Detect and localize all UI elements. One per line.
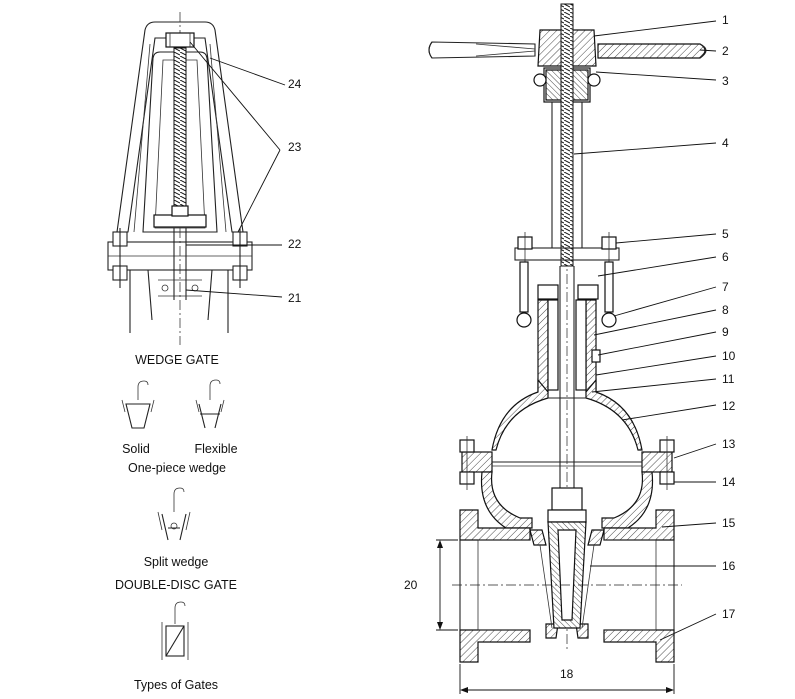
caption-solid: Solid (122, 442, 150, 456)
yoke-assembly-drawing (107, 12, 253, 345)
caption-double-disc-gate: DOUBLE-DISC GATE (115, 578, 237, 592)
caption-flexible: Flexible (194, 442, 237, 456)
gate-valve-main-drawing (428, 3, 707, 663)
gate-types-icons (121, 379, 225, 660)
callout-17: 17 (722, 607, 736, 621)
callout-13: 13 (722, 437, 736, 451)
callout-labels: 1 2 3 4 5 6 7 8 9 10 11 12 13 14 15 16 1… (288, 13, 736, 681)
callout-4: 4 (722, 136, 729, 150)
callout-23: 23 (288, 140, 302, 154)
callout-11: 11 (722, 372, 735, 386)
callout-21: 21 (288, 291, 302, 305)
left-leaders (185, 41, 286, 298)
caption-split-wedge: Split wedge (144, 555, 209, 569)
callout-16: 16 (722, 559, 736, 573)
callout-5: 5 (722, 227, 729, 241)
callout-6: 6 (722, 250, 729, 264)
right-leaders (573, 20, 717, 641)
callout-24: 24 (288, 77, 302, 91)
callout-3: 3 (722, 74, 729, 88)
callout-2: 2 (722, 44, 729, 58)
caption-types-of-gates: Types of Gates (134, 678, 218, 692)
caption-wedge-gate: WEDGE GATE (135, 353, 219, 367)
callout-1: 1 (722, 13, 729, 27)
callout-14: 14 (722, 475, 736, 489)
dimension-lines (436, 539, 675, 694)
callout-7: 7 (722, 280, 729, 294)
callout-8: 8 (722, 303, 729, 317)
callout-18: 18 (560, 667, 574, 681)
callout-10: 10 (722, 349, 736, 363)
gate-type-captions: WEDGE GATE Solid Flexible One-piece wedg… (115, 353, 238, 692)
callout-9: 9 (722, 325, 729, 339)
callout-12: 12 (722, 399, 736, 413)
callout-22: 22 (288, 237, 302, 251)
callout-15: 15 (722, 516, 736, 530)
caption-one-piece-wedge: One-piece wedge (128, 461, 226, 475)
callout-20: 20 (404, 578, 418, 592)
